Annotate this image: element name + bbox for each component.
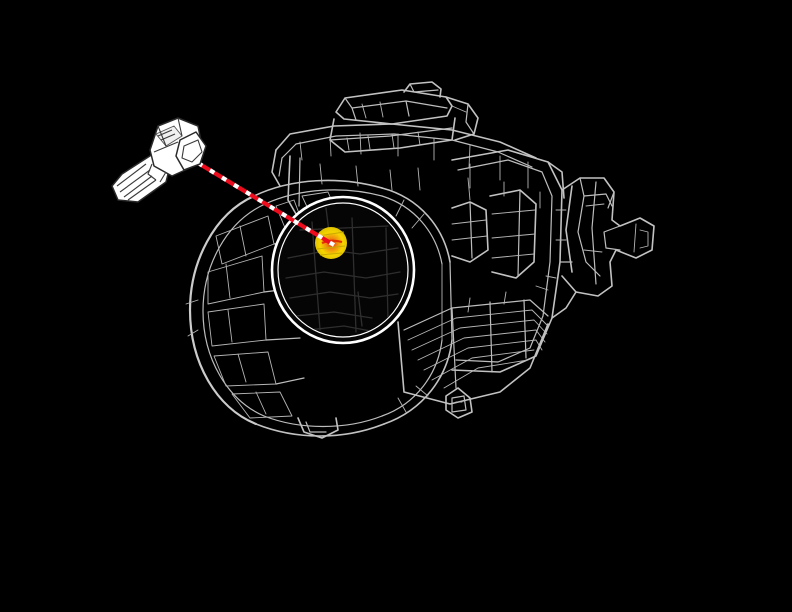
infrared-thermometer[interactable] xyxy=(111,117,207,203)
transmission-lineart xyxy=(185,81,655,439)
clutch-bore-inner-ring xyxy=(277,202,409,338)
bell-housing-body xyxy=(381,187,453,425)
clutch-bore-group xyxy=(270,195,416,345)
case-detail-lines xyxy=(319,163,557,313)
cooling-fins-group xyxy=(397,299,549,405)
bore-interior-detail xyxy=(285,207,401,333)
laser-aiming-beam xyxy=(196,161,336,247)
output-flange-group xyxy=(547,161,655,319)
clutch-bore-opening xyxy=(270,195,416,345)
laser-beam-core xyxy=(196,161,336,247)
mounting-boss-group xyxy=(297,387,473,439)
shift-tower-group xyxy=(329,81,479,153)
